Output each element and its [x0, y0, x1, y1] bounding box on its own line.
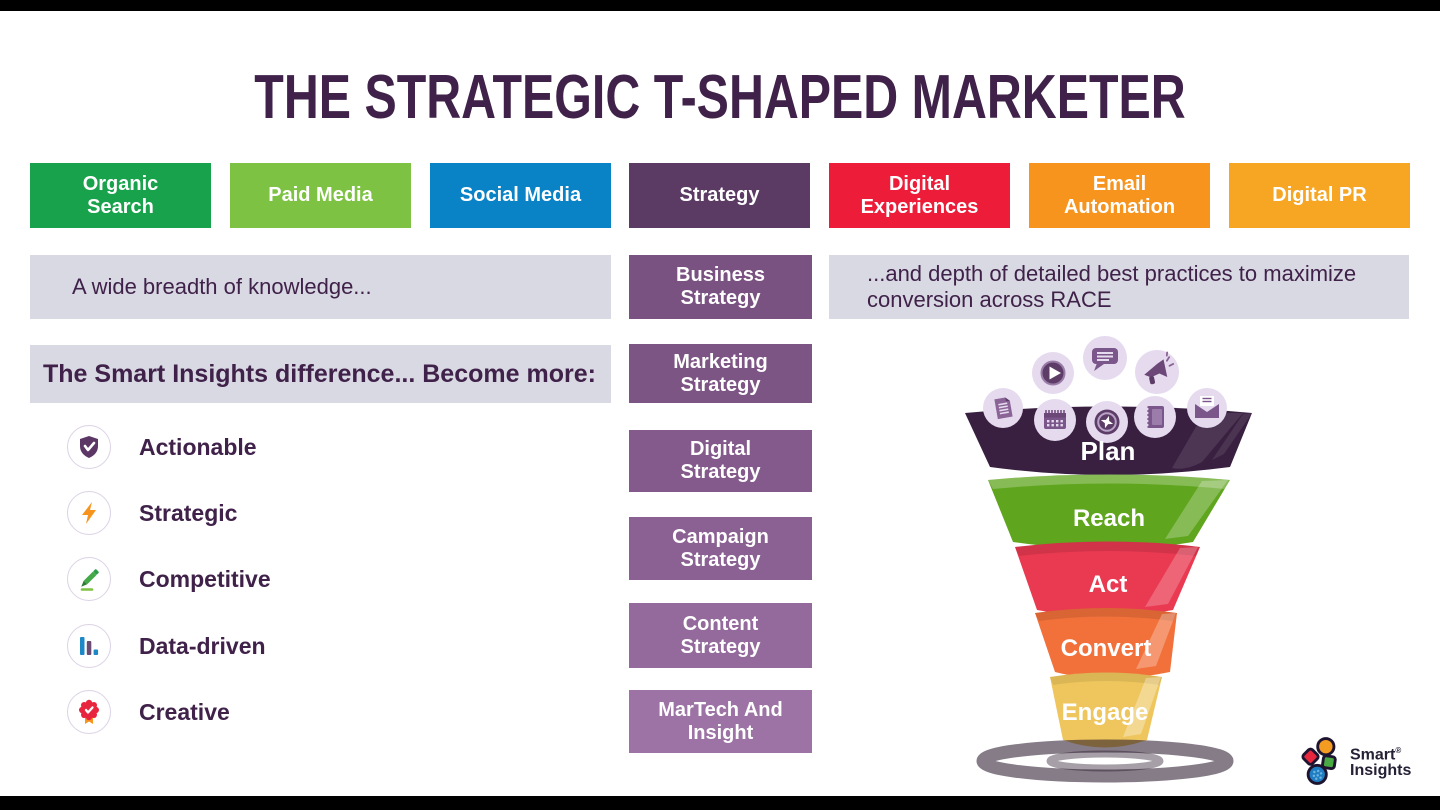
- tab-label: Paid Media: [268, 184, 373, 207]
- smart-insights-logo: Smart® Insights: [1300, 736, 1411, 786]
- logo-line1: Smart: [1350, 746, 1396, 764]
- tab-label: Social Media: [459, 184, 582, 207]
- funnel-stage-label-act: Act: [1089, 571, 1128, 598]
- funnel-icon-email: [1187, 388, 1227, 428]
- tab-label: Email Automation: [1063, 173, 1176, 218]
- funnel-stage-label-convert: Convert: [1061, 635, 1152, 662]
- list-item-label: Competitive: [139, 565, 271, 592]
- funnel-icon-star-badge: [1086, 401, 1128, 443]
- funnel-icon-document: [983, 388, 1023, 428]
- funnel-shadow: [976, 739, 1234, 783]
- shield-check-icon: [67, 425, 111, 469]
- registered-mark: ®: [1395, 745, 1402, 755]
- list-item-data-driven: Data-driven: [67, 624, 266, 668]
- stack-martech-insight: MarTech And Insight: [629, 690, 812, 753]
- stack-campaign-strategy: Campaign Strategy: [629, 517, 812, 580]
- funnel-stage-label-reach: Reach: [1073, 505, 1145, 532]
- list-item-label: Actionable: [139, 433, 257, 460]
- smart-insights-logo-text: Smart® Insights: [1350, 743, 1411, 779]
- tab-label: Digital PR: [1272, 184, 1367, 207]
- stack-label: Digital Strategy: [680, 438, 761, 483]
- tab-label: Organic Search: [82, 173, 159, 218]
- stack-label: Content Strategy: [680, 612, 761, 658]
- funnel-icon-play: [1032, 352, 1074, 394]
- stack-marketing-strategy: Marketing Strategy: [629, 344, 812, 403]
- tab-label: Strategy: [679, 184, 760, 207]
- funnel-stage-reach: [988, 474, 1230, 549]
- tab-paid-media: Paid Media: [230, 163, 411, 228]
- list-item-strategic: Strategic: [67, 491, 237, 535]
- stack-content-strategy: Content Strategy: [629, 603, 812, 668]
- pencil-icon: [67, 557, 111, 601]
- page-title: THE STRATEGIC T-SHAPED MARKETER: [254, 63, 1186, 132]
- funnel-stage-label-engage: Engage: [1062, 699, 1149, 726]
- tab-organic-search: Organic Search: [30, 163, 211, 228]
- tab-social-media: Social Media: [430, 163, 611, 228]
- smart-insights-logo-icon: [1301, 737, 1337, 785]
- logo-line2: Insights: [1350, 762, 1412, 780]
- bottom-black-bar: [0, 796, 1440, 810]
- funnel-icon-megaphone: [1135, 350, 1179, 394]
- funnel-icon-speech-bubble: [1083, 336, 1127, 380]
- lightning-icon: [67, 491, 111, 535]
- stack-label: Campaign Strategy: [672, 525, 769, 571]
- tab-email-automation: Email Automation: [1029, 163, 1210, 228]
- stack-label: MarTech And Insight: [658, 698, 783, 744]
- award-rosette-icon: [67, 690, 111, 734]
- depth-note-text: ...and depth of detailed best practices …: [867, 260, 1357, 312]
- funnel-stage-act: [1015, 541, 1200, 617]
- race-funnel: Plan Reach Act Convert Engage: [965, 336, 1252, 783]
- list-item-actionable: Actionable: [67, 425, 257, 469]
- stack-business-strategy: Business Strategy: [629, 255, 812, 319]
- bar-chart-icon: [67, 624, 111, 668]
- funnel-stage-engage: [1050, 672, 1162, 748]
- tab-label: Digital Experiences: [860, 173, 979, 218]
- stack-label: Business Strategy: [676, 264, 765, 309]
- difference-panel-body: [30, 403, 611, 753]
- tab-digital-pr: Digital PR: [1229, 163, 1410, 228]
- top-black-bar: [0, 0, 1440, 11]
- funnel-stage-label-plan: Plan: [1081, 436, 1136, 466]
- list-item-label: Strategic: [139, 499, 238, 526]
- funnel-icon-notebook: [1134, 396, 1176, 438]
- funnel-icon-calendar: [1034, 399, 1076, 441]
- list-item-creative: Creative: [67, 690, 230, 734]
- list-item-competitive: Competitive: [67, 557, 271, 601]
- funnel-stage-convert: [1035, 608, 1177, 679]
- tab-digital-experiences: Digital Experiences: [829, 163, 1010, 228]
- tab-strategy: Strategy: [629, 163, 810, 228]
- breadth-note-text: A wide breadth of knowledge...: [72, 273, 372, 299]
- breadth-note-bar: A wide breadth of knowledge...: [30, 255, 611, 319]
- list-item-label: Data-driven: [139, 632, 266, 659]
- list-item-label: Creative: [139, 698, 230, 725]
- depth-note-bar: ...and depth of detailed best practices …: [829, 255, 1409, 319]
- difference-heading-text: The Smart Insights difference... Become …: [43, 359, 596, 388]
- stack-digital-strategy: Digital Strategy: [629, 430, 812, 492]
- stack-label: Marketing Strategy: [673, 350, 768, 396]
- difference-panel-heading: The Smart Insights difference... Become …: [30, 345, 611, 403]
